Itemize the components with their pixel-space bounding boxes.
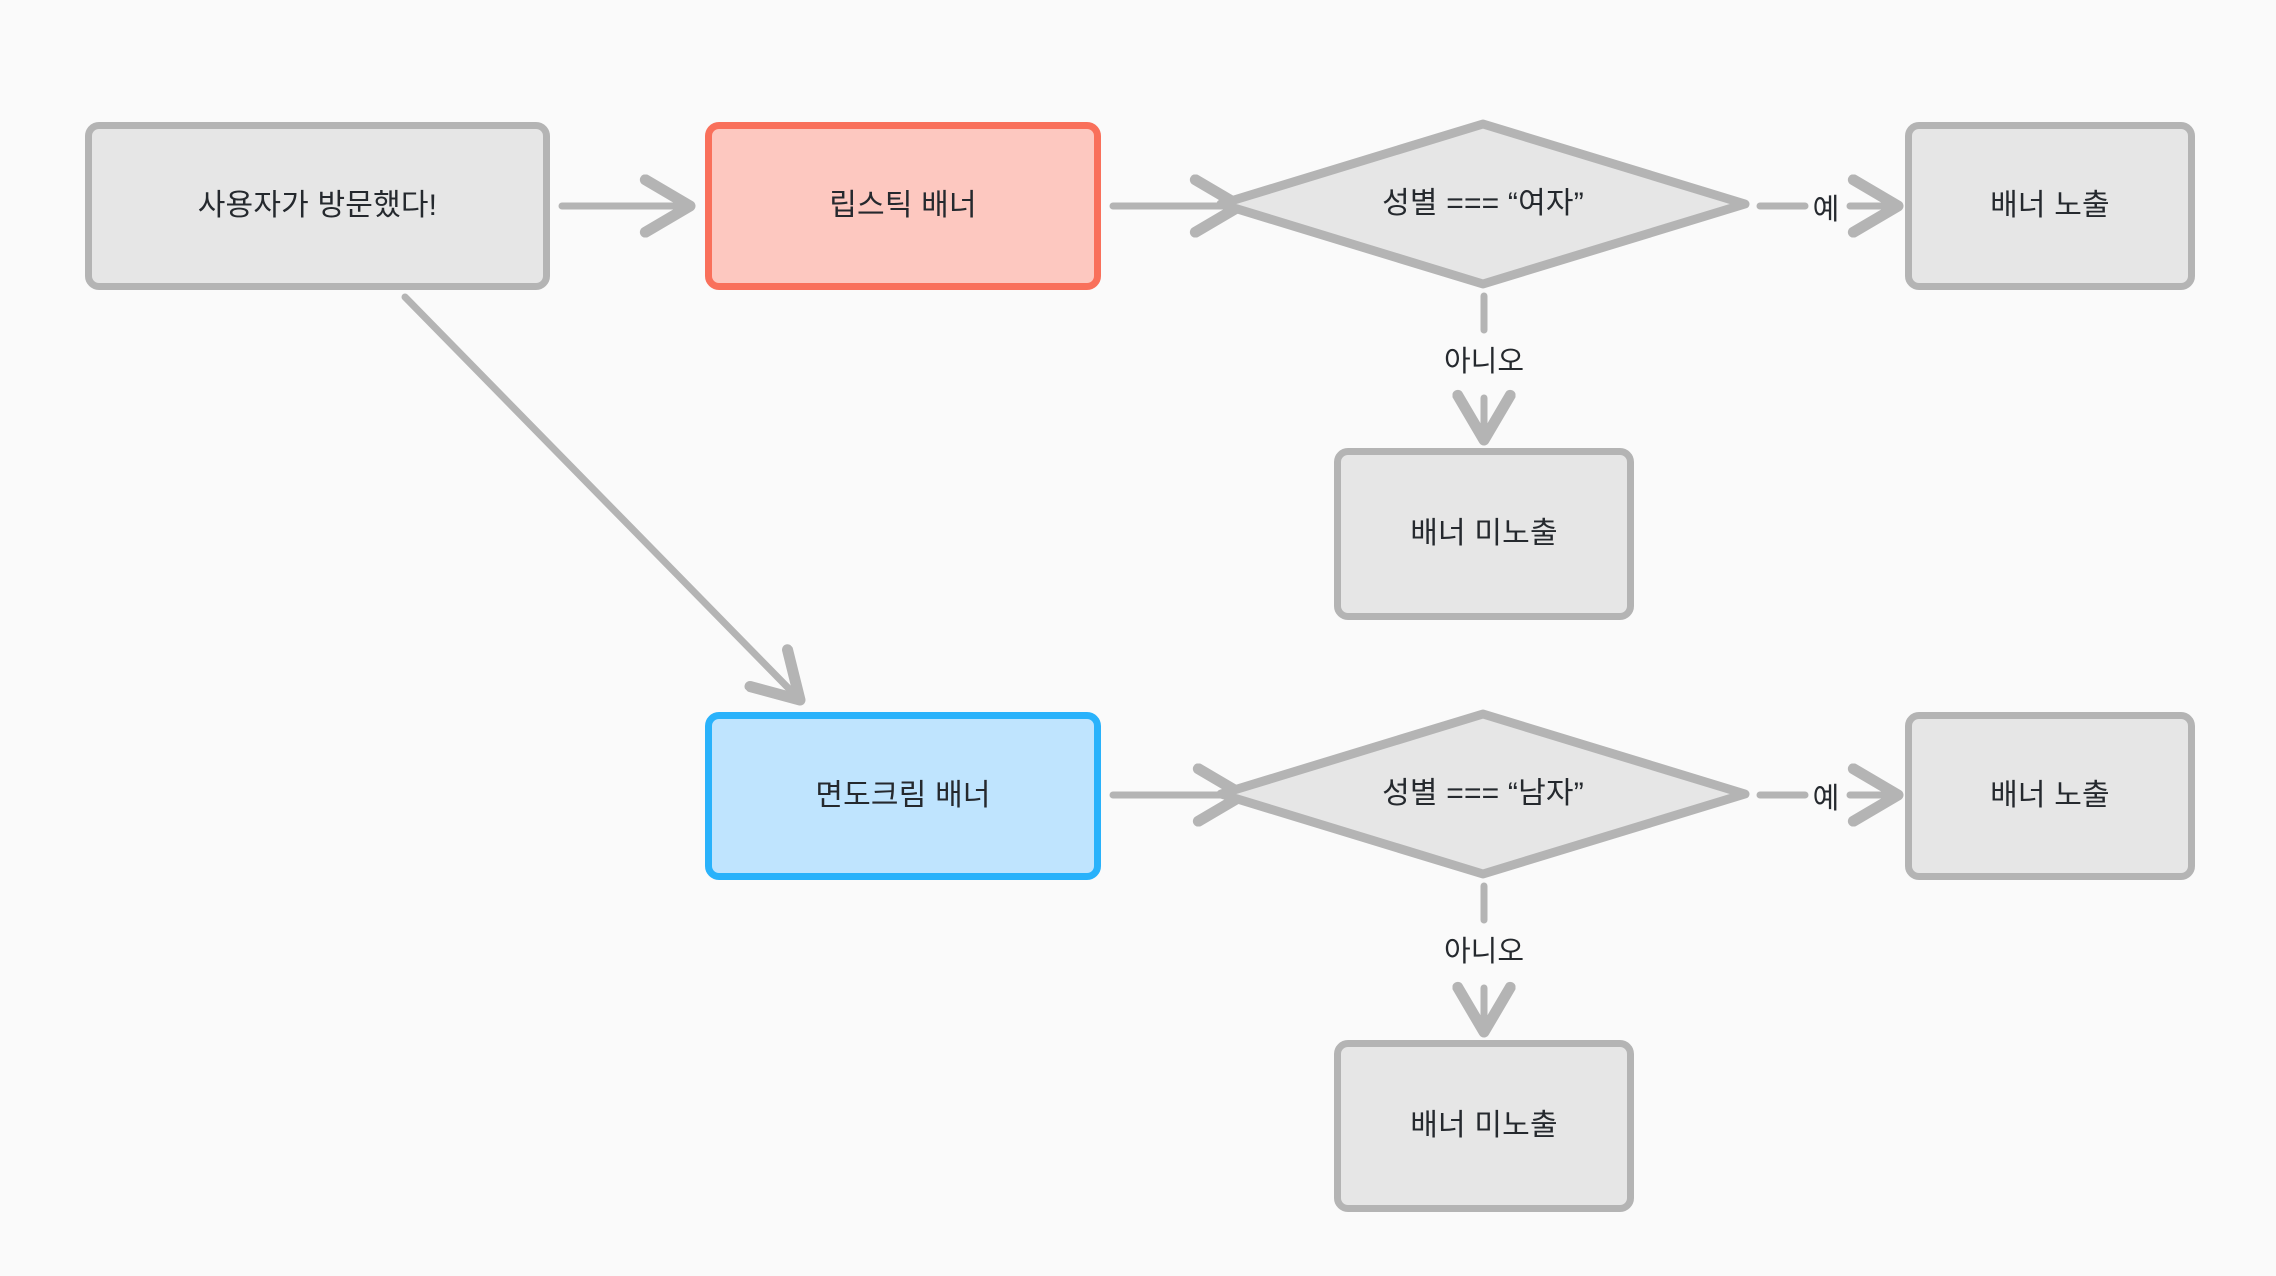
node-show-banner-male-label: 배너 노출 — [1990, 778, 2110, 812]
node-lipstick-banner-label: 립스틱 배너 — [829, 188, 977, 222]
node-shaving-banner-label: 면도크림 배너 — [815, 778, 991, 812]
diamond-shape-male — [1216, 709, 1750, 879]
node-decision-male[interactable]: 성별 === “남자” — [1215, 708, 1751, 880]
node-decision-male-label: 성별 === “남자” — [1382, 776, 1584, 810]
node-show-banner-female-label: 배너 노출 — [1990, 188, 2110, 222]
node-hide-banner-male-label: 배너 미노출 — [1410, 1108, 1558, 1142]
edge-label-male-no: 아니오 — [1443, 936, 1525, 968]
node-shaving-banner[interactable]: 면도크림 배너 — [705, 712, 1101, 880]
node-hide-banner-male[interactable]: 배너 미노출 — [1334, 1040, 1634, 1212]
node-decision-female-label: 성별 === “여자” — [1382, 186, 1584, 220]
node-show-banner-female[interactable]: 배너 노출 — [1905, 122, 2195, 290]
diamond-shape-female — [1216, 119, 1750, 289]
node-hide-banner-female-label: 배너 미노출 — [1410, 516, 1558, 550]
node-show-banner-male[interactable]: 배너 노출 — [1905, 712, 2195, 880]
node-start[interactable]: 사용자가 방문했다! — [85, 122, 550, 290]
node-lipstick-banner[interactable]: 립스틱 배너 — [705, 122, 1101, 290]
edge-start-to-shaving — [401, 293, 800, 700]
edge-label-female-yes: 예 — [1812, 194, 1840, 226]
node-decision-female[interactable]: 성별 === “여자” — [1215, 118, 1751, 290]
edge-label-female-no: 아니오 — [1443, 346, 1525, 378]
node-start-label: 사용자가 방문했다! — [197, 188, 438, 222]
node-hide-banner-female[interactable]: 배너 미노출 — [1334, 448, 1634, 620]
edge-label-male-yes: 예 — [1812, 783, 1840, 815]
